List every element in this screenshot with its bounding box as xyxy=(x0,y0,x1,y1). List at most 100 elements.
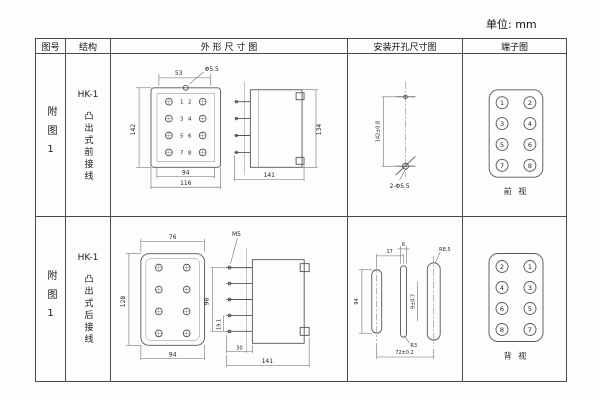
dim-94: 94 xyxy=(354,269,372,334)
terminal-diagram-front: 1 2 3 4 5 6 7 8 前 视 xyxy=(463,54,566,217)
dim-r3-label: R3 xyxy=(410,343,417,349)
terminal-no: 8 xyxy=(188,150,192,156)
terminal-no: 4 xyxy=(188,117,192,123)
dim-72-label: 72±0.2 xyxy=(395,350,413,356)
terminal-number: 3 xyxy=(528,284,532,292)
terminal-number: 4 xyxy=(528,120,532,128)
dim-98-label: 98 xyxy=(204,297,211,305)
terminal-circles: 1 2 3 4 5 6 7 8 xyxy=(495,96,537,172)
terminal-number: 6 xyxy=(528,141,532,149)
dim-6: 6 xyxy=(397,242,410,264)
mounting-slots xyxy=(371,255,441,348)
structure-label: 凸出式后接线 xyxy=(82,274,93,346)
terminal-number: 8 xyxy=(528,162,532,170)
dim-r8-5: R8.5 xyxy=(434,247,450,263)
dim-30: 30 xyxy=(226,335,253,354)
dim-r8-5-label: R8.5 xyxy=(439,247,450,253)
dim-19-1-label: 19.1 xyxy=(217,319,223,330)
terminal-number: 2 xyxy=(528,99,532,107)
dim-6-label: 6 xyxy=(402,242,405,248)
dim-116: 116 xyxy=(150,167,221,190)
structure-label: 凸出式前接线 xyxy=(82,111,93,183)
front-view-body: 1 2 3 4 5 6 7 8 xyxy=(150,87,221,168)
terminal-no: 2 xyxy=(188,100,191,106)
dim-98: 98 xyxy=(204,267,227,332)
dim-holes: 2-Φ5.5 xyxy=(390,169,410,190)
dim-holes-label: 2-Φ5.5 xyxy=(390,183,410,190)
dim-53: 53 xyxy=(158,70,211,86)
dim-128: 128 xyxy=(120,253,141,346)
mounting-svg-row2: 17 6 R8.5 94 xyxy=(354,242,450,359)
fig-no-row2: 附图1 xyxy=(36,217,66,381)
dim-141: 141 xyxy=(226,337,310,368)
dim-m5: M5 xyxy=(230,231,241,264)
dim-72: 72±0.2 xyxy=(376,343,435,359)
terminal-number: 4 xyxy=(500,284,504,292)
terminal-caption: 前 视 xyxy=(504,186,528,196)
structure-row2: HK-1 凸出式后接线 xyxy=(66,217,111,381)
terminal-number: 7 xyxy=(500,162,504,170)
header-structure: 结构 xyxy=(66,39,111,54)
dim-76: 76 xyxy=(140,234,205,252)
dim-mid: 9±0.7 xyxy=(410,281,418,322)
dim-m5-label: M5 xyxy=(232,231,241,238)
side-view-body xyxy=(226,247,310,354)
dim-r3: R3 xyxy=(404,336,417,349)
front-view-body xyxy=(140,253,206,346)
dim-94-label: 94 xyxy=(182,169,190,176)
dim-53-label: 53 xyxy=(175,70,183,77)
spec-table: 图号 结构 外 形 尺 寸 图 安装开孔尺寸图 端子图 附图1 HK-1 凸出式… xyxy=(35,38,567,382)
header-mounting: 安装开孔尺寸图 xyxy=(348,39,463,54)
dim-94: 94 xyxy=(156,167,215,179)
mounting-svg-row1: 142±0.8 2-Φ5.5 xyxy=(376,81,416,190)
fig-no-row1: 附图1 xyxy=(36,54,66,217)
terminal-caption: 背 视 xyxy=(504,351,529,361)
dim-134: 134 xyxy=(302,89,323,168)
side-view-body xyxy=(234,81,305,176)
dim-141-label: 141 xyxy=(264,172,276,179)
terminal-circles: 2 1 4 3 6 5 8 7 xyxy=(495,260,537,336)
model-label: HK-1 xyxy=(77,253,99,263)
unit-label: 单位: mm xyxy=(486,18,537,31)
terminal-svg-row1: 1 2 3 4 5 6 7 8 前 视 xyxy=(488,89,544,196)
outline-svg-row1: 53 Φ5.5 1 2 3 xyxy=(130,66,323,190)
terminal-number: 1 xyxy=(528,263,532,271)
terminal-outline xyxy=(488,89,544,178)
terminal-no: 1 xyxy=(180,100,183,106)
terminal-number: 3 xyxy=(500,120,504,128)
terminal-no: 5 xyxy=(180,133,183,139)
dim-17: 17 xyxy=(376,249,404,268)
terminal-no: 6 xyxy=(188,133,192,139)
outline-svg-row2: 76 128 94 xyxy=(120,231,310,368)
mounting-drawing-rear-wiring: 17 6 R8.5 94 xyxy=(348,217,463,381)
fig-no-text: 附图1 xyxy=(45,106,56,164)
dim-76-label: 76 xyxy=(169,234,177,241)
mounting-drawing-front-wiring: 142±0.8 2-Φ5.5 xyxy=(348,54,463,217)
dim-142-08-label: 142±0.8 xyxy=(376,121,382,142)
terminal-number: 8 xyxy=(500,326,504,334)
fig-no-text: 附图1 xyxy=(45,270,56,328)
outline-drawing-front-wiring: 53 Φ5.5 1 2 3 xyxy=(111,54,348,217)
dim-94-bottom: 94 xyxy=(140,345,205,361)
dim-141-label: 141 xyxy=(262,358,274,365)
dim-hole-label: Φ5.5 xyxy=(205,66,219,73)
dim-142-label: 142 xyxy=(130,124,137,136)
dim-134-label: 134 xyxy=(316,124,323,136)
terminal-number: 7 xyxy=(528,326,532,334)
dim-142: 142 xyxy=(130,87,151,168)
terminal-no: 7 xyxy=(180,150,183,156)
terminal-number: 2 xyxy=(500,263,504,271)
dim-128-label: 128 xyxy=(120,296,127,308)
mounting-centerline xyxy=(395,81,416,178)
terminal-outline xyxy=(488,253,544,342)
terminal-diagram-rear: 2 1 4 3 6 5 8 7 背 视 xyxy=(463,217,566,381)
terminal-number: 5 xyxy=(528,305,532,313)
terminal-number: 5 xyxy=(500,141,504,149)
dim-142-08: 142±0.8 xyxy=(376,96,396,167)
dim-17-label: 17 xyxy=(386,249,392,255)
dim-116-label: 116 xyxy=(180,180,192,187)
terminal-number: 6 xyxy=(500,305,504,313)
dim-141: 141 xyxy=(234,155,305,182)
structure-row1: HK-1 凸出式前接线 xyxy=(66,54,111,217)
